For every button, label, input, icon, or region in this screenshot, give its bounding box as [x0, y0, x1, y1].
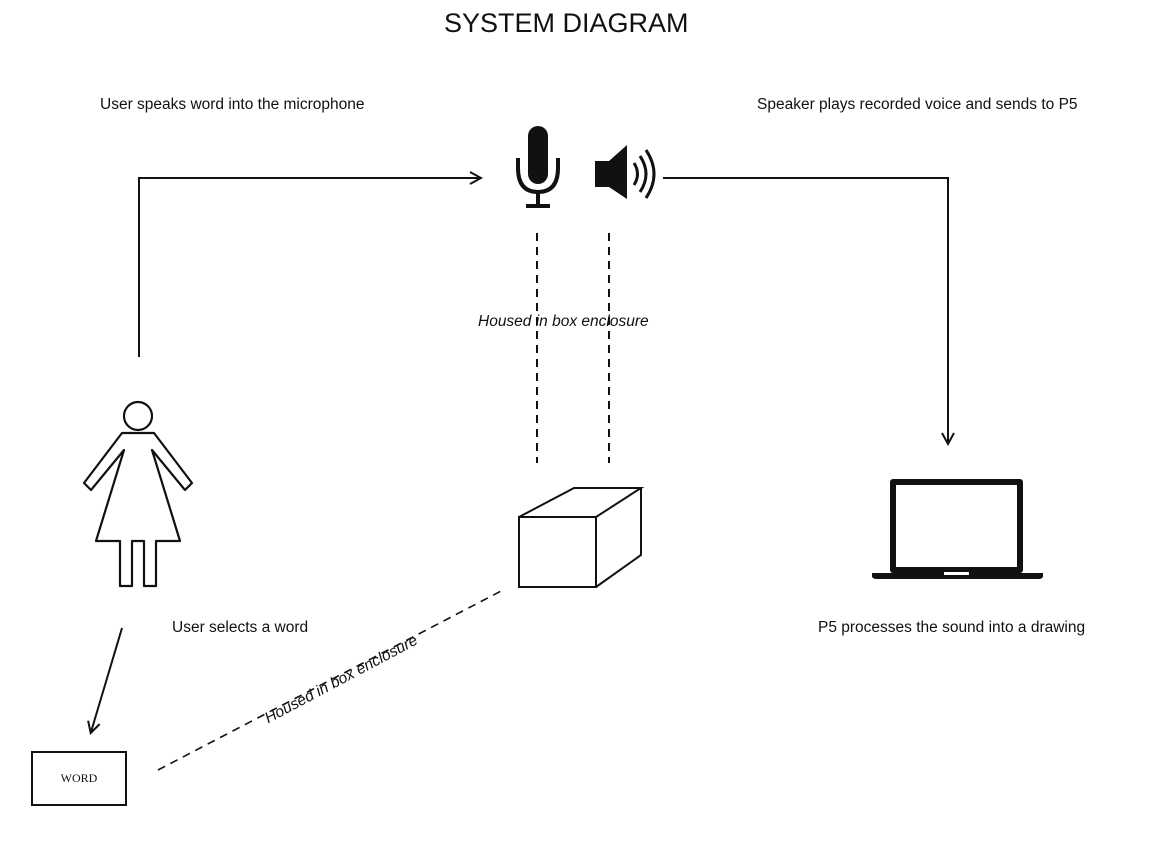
- label-housed-center: Housed in box enclosure: [478, 313, 649, 330]
- label-p5-processes: P5 processes the sound into a drawing: [818, 619, 1086, 636]
- label-user-speaks: User speaks word into the microphone: [100, 96, 365, 113]
- arrow-person-to-word: [91, 627, 123, 732]
- arrow-speaker-to-laptop: [663, 177, 948, 443]
- arrow-person-to-microphone: [138, 178, 480, 357]
- speaker-icon: [595, 145, 656, 199]
- microphone-icon: [516, 126, 560, 208]
- label-speaker-plays: Speaker plays recorded voice and sends t…: [757, 96, 1078, 113]
- label-user-selects: User selects a word: [172, 619, 309, 636]
- word-card: WORD: [31, 751, 127, 806]
- person-icon: [82, 400, 194, 588]
- word-card-label: WORD: [60, 771, 98, 785]
- dashed-line-word-to-box: [157, 589, 504, 771]
- page-title: SYSTEM DIAGRAM: [444, 8, 689, 38]
- box-enclosure-icon: [518, 487, 645, 588]
- laptop-icon: [872, 479, 1043, 579]
